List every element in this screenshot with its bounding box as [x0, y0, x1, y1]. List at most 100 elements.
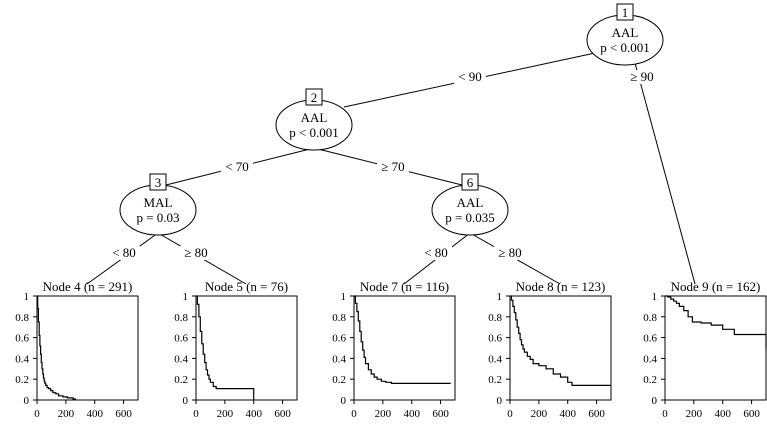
x-tick-label: 600 — [743, 408, 760, 420]
y-tick-label: 1 — [341, 291, 347, 303]
edge-label-background — [454, 70, 486, 84]
x-tick-label: 600 — [115, 408, 132, 420]
y-tick-label: 0.8 — [15, 312, 29, 324]
y-tick-label: 1 — [497, 291, 503, 303]
edge-label-3-5: ≥ 80 — [184, 245, 207, 260]
edge-label-3-4: < 80 — [112, 245, 136, 260]
y-tick-label: 1 — [183, 291, 189, 303]
y-tick-label: 0.2 — [643, 374, 657, 386]
panel-frame — [353, 295, 456, 401]
node-2-variable: AAL — [301, 110, 328, 125]
edge-label-background — [626, 70, 658, 84]
y-tick-label: 1 — [652, 291, 658, 303]
x-tick-label: 0 — [193, 408, 199, 420]
terminal-panel-5: Node 5 (n = 76) 0 0.2 0.4 0.6 0.8 1 0 200 400 600 — [174, 279, 298, 420]
edge-label-1-2: < 90 — [458, 69, 482, 84]
x-tick-label: 600 — [274, 408, 291, 420]
node-1-id-box — [616, 3, 634, 21]
node-3-variable: MAL — [144, 195, 173, 210]
y-tick-label: 0.6 — [643, 333, 657, 345]
x-tick-label: 200 — [531, 408, 548, 420]
panel-frame — [36, 295, 139, 401]
x-tick-label: 0 — [34, 408, 40, 420]
terminal-panel-4: Node 4 (n = 291) 0 0.2 0.4 0.6 0.8 1 0 200 400 600 — [15, 279, 139, 420]
y-tick-label: 0.8 — [174, 312, 188, 324]
y-tick-label: 0 — [652, 395, 658, 407]
edge-1-9 — [634, 62, 696, 285]
edge-label-6-8: ≥ 80 — [498, 245, 521, 260]
survival-curve — [510, 295, 611, 386]
panel-title: Node 9 (n = 162) — [671, 279, 761, 294]
node-2-id: 2 — [311, 90, 318, 105]
y-tick-label: 0.2 — [15, 374, 29, 386]
x-tick-label: 200 — [217, 408, 234, 420]
terminal-panel-9: Node 9 (n = 162) 0 0.2 0.4 0.6 0.8 1 0 200 400 600 — [643, 279, 767, 420]
survival-curve — [37, 295, 76, 400]
panel-frame — [664, 295, 767, 401]
node-1-pvalue: p < 0.001 — [600, 40, 650, 55]
y-tick-label: 0.4 — [15, 353, 29, 365]
node-6-id-box — [461, 173, 479, 191]
node-6-id: 6 — [467, 175, 474, 190]
node-3-id: 3 — [155, 175, 162, 190]
x-tick-label: 600 — [432, 408, 449, 420]
survival-curve — [354, 295, 451, 384]
y-tick-label: 0.8 — [488, 312, 502, 324]
edge-label-background — [221, 160, 253, 174]
edge-label-background — [377, 160, 409, 174]
y-tick-label: 0.8 — [643, 312, 657, 324]
edge-label-2-6: ≥ 70 — [381, 159, 404, 174]
survival-curve — [665, 295, 767, 348]
edge-label-2-3: < 70 — [225, 159, 249, 174]
y-tick-label: 0 — [24, 395, 30, 407]
node-6-variable: AAL — [457, 195, 484, 210]
node-3-id-box — [149, 173, 167, 191]
y-tick-label: 0.8 — [332, 312, 346, 324]
survival-curve — [196, 295, 255, 400]
y-tick-label: 1 — [24, 291, 30, 303]
edge-label-background — [494, 246, 526, 260]
y-tick-label: 0 — [341, 395, 347, 407]
y-tick-label: 0.2 — [174, 374, 188, 386]
edges-layer: < 90≥ 90< 70≥ 70< 80≥ 80< 80≥ 80 — [86, 52, 696, 285]
x-tick-label: 400 — [403, 408, 420, 420]
x-tick-label: 400 — [559, 408, 576, 420]
panel-frame — [509, 295, 612, 401]
x-tick-label: 400 — [245, 408, 262, 420]
edge-label-1-9: ≥ 90 — [630, 69, 653, 84]
y-tick-label: 0.6 — [488, 333, 502, 345]
x-tick-label: 400 — [86, 408, 103, 420]
x-tick-label: 0 — [662, 408, 668, 420]
node-6-pvalue: p = 0.035 — [445, 210, 495, 225]
panel-title: Node 5 (n = 76) — [205, 279, 288, 294]
y-tick-label: 0.6 — [15, 333, 29, 345]
panel-title: Node 4 (n = 291) — [43, 279, 133, 294]
node-2-pvalue: p < 0.001 — [289, 125, 339, 140]
y-tick-label: 0.4 — [488, 353, 502, 365]
panel-title: Node 8 (n = 123) — [516, 279, 606, 294]
terminal-panels-layer: Node 4 (n = 291) 0 0.2 0.4 0.6 0.8 1 0 200 400 600… — [15, 279, 767, 420]
x-tick-label: 200 — [58, 408, 75, 420]
y-tick-label: 0.4 — [174, 353, 188, 365]
panel-frame — [195, 295, 298, 401]
x-tick-label: 600 — [588, 408, 605, 420]
y-tick-label: 0.6 — [332, 333, 346, 345]
edge-label-background — [420, 246, 452, 260]
y-tick-label: 0 — [183, 395, 189, 407]
panel-title: Node 7 (n = 116) — [360, 279, 449, 294]
edge-label-background — [180, 246, 212, 260]
x-tick-label: 0 — [351, 408, 357, 420]
x-tick-label: 200 — [686, 408, 703, 420]
node-2-id-box — [305, 88, 323, 106]
x-tick-label: 0 — [507, 408, 513, 420]
y-tick-label: 0.4 — [643, 353, 657, 365]
node-1-variable: AAL — [612, 25, 639, 40]
y-tick-label: 0.6 — [174, 333, 188, 345]
x-tick-label: 400 — [714, 408, 731, 420]
edge-label-background — [108, 246, 140, 260]
node-3-pvalue: p = 0.03 — [136, 210, 179, 225]
